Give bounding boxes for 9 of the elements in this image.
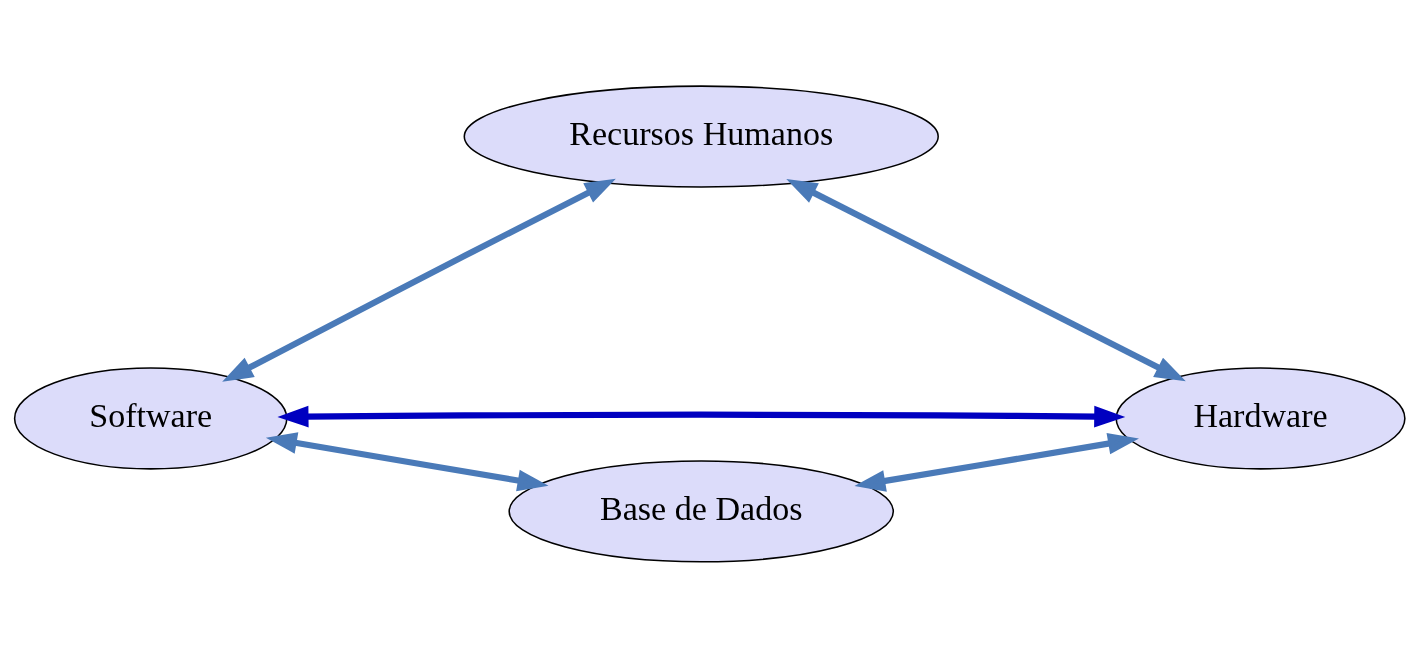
arrow: [786, 178, 1186, 382]
node-ellipse: Software: [13, 367, 288, 470]
node-ellipse: Base de Dados: [508, 460, 895, 563]
arrow: [277, 405, 1126, 428]
node-ellipse: Recursos Humanos: [463, 85, 939, 188]
arrow: [222, 178, 616, 382]
arrow: [854, 432, 1139, 492]
node-ellipse: Hardware: [1115, 367, 1406, 470]
arrow: [265, 432, 549, 492]
